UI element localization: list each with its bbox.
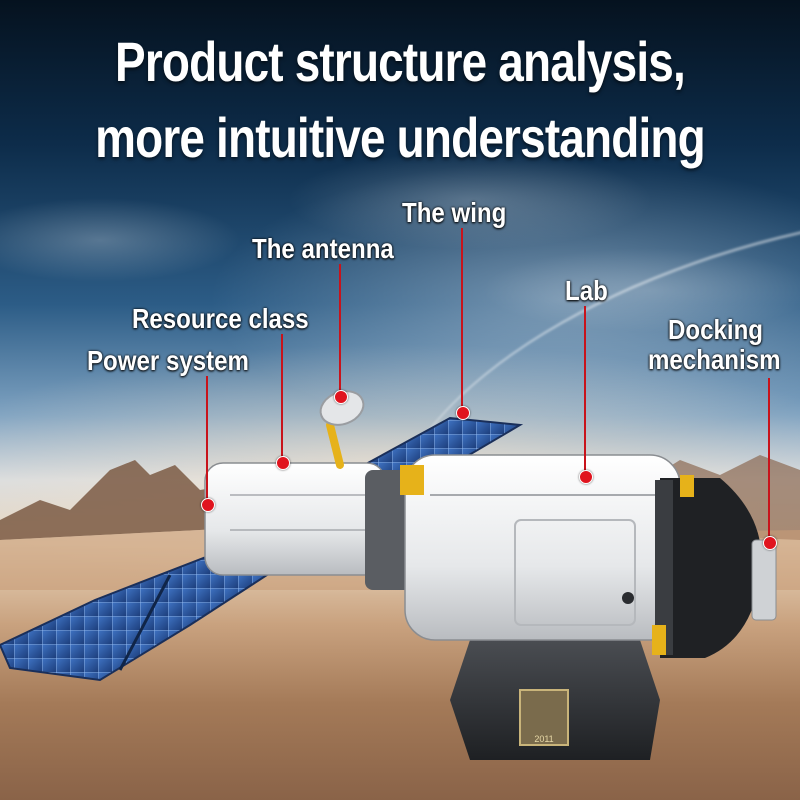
callout-lab-label: Lab — [565, 275, 608, 306]
plaque-year: 2011 — [534, 734, 553, 744]
docking-module — [652, 475, 777, 658]
callout-wing-dot — [456, 406, 470, 420]
callout-docking-label-line-2: mechanism — [648, 344, 781, 375]
antenna-assembly — [319, 390, 365, 469]
left-solar-wing — [0, 538, 293, 682]
callout-power-line — [206, 376, 208, 500]
callout-resource-dot — [276, 456, 290, 470]
callout-resource-line — [281, 334, 283, 458]
callout-power-label: Power system — [87, 345, 249, 376]
callout-docking-line — [768, 378, 770, 538]
headline-line-1: Product structure analysis, — [115, 30, 686, 93]
headline-line-2: more intuitive understanding — [95, 106, 706, 169]
callout-wing-line — [461, 228, 463, 408]
callout-lab-line — [584, 306, 586, 472]
callout-lab-dot — [579, 470, 593, 484]
display-stand: 2011 — [450, 640, 660, 760]
callout-wing-label: The wing — [402, 197, 507, 228]
cloud-layer — [0, 120, 800, 380]
callout-docking-dot — [763, 536, 777, 550]
callout-antenna-label: The antenna — [252, 233, 394, 264]
callout-resource-label: Resource class — [132, 303, 309, 334]
callout-docking-label-line-1: Docking — [668, 314, 764, 345]
callout-power-dot — [201, 498, 215, 512]
callout-antenna-dot — [334, 390, 348, 404]
callout-antenna-line — [339, 264, 341, 392]
